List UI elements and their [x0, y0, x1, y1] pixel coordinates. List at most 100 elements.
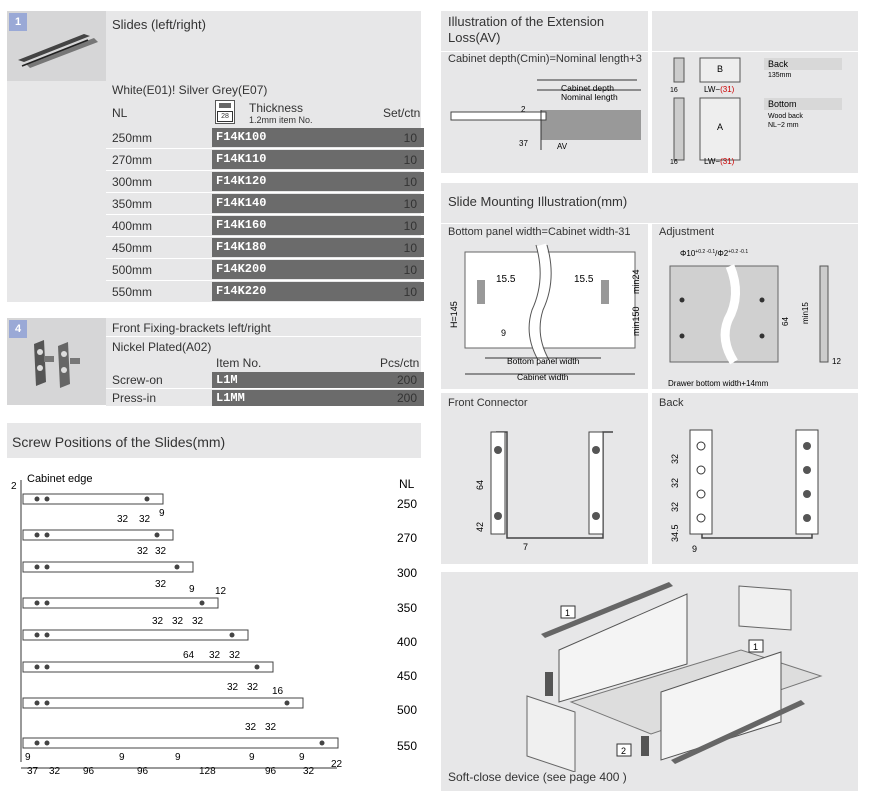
dim-42: 42 — [475, 522, 485, 532]
nl-250: 250 — [397, 497, 417, 511]
bottom-dim: 128 — [199, 766, 216, 777]
back-sub: 135mm — [768, 72, 792, 79]
dim-22: 22 — [331, 759, 343, 770]
phi2-tol: +0.2 -0.1 — [728, 249, 748, 255]
backbottom-body — [652, 52, 858, 173]
row-ctn: 10 — [403, 153, 417, 167]
row-name: Screw-on — [112, 373, 163, 387]
nl-500: 500 — [397, 703, 417, 717]
extension-loss-diagram: Cabinet depth Nominal length 2 37 AV — [450, 79, 641, 151]
slides-title: Slides (left/right) — [112, 17, 206, 32]
exploded-drawer-diagram: 1 1 2 — [526, 582, 823, 772]
cab-width-label: Cabinet width — [517, 372, 569, 382]
dim-32: 32 — [229, 650, 241, 661]
a-label: A — [717, 122, 723, 132]
ext-title: Illustration of the Extension Loss(AV) — [448, 14, 648, 46]
edge-gap-label: 2 — [11, 481, 17, 492]
ext-title-text: Illustration of the Extension Loss(AV) — [448, 14, 605, 45]
row-ctn: 10 — [403, 175, 417, 189]
slides-body-left — [7, 81, 106, 302]
row-ctn: 10 — [403, 285, 417, 299]
dim-32: 32 — [265, 722, 277, 733]
part-label-2: 2 — [621, 746, 626, 756]
phi-label: Φ10+0.2 -0.1/Φ2+0.2 -0.1 — [680, 249, 748, 258]
front-connector-diagram: 64 42 7 — [475, 431, 613, 552]
lw-label: LW−(31) — [704, 157, 735, 166]
dim-32: 32 — [152, 616, 164, 627]
dim-9: 9 — [159, 508, 165, 519]
phi2-text: /Φ2 — [715, 249, 729, 258]
dim-7: 7 — [523, 542, 528, 552]
b-label: B — [717, 64, 723, 74]
dim-32: 32 — [247, 682, 259, 693]
nl-header: NL — [399, 477, 415, 491]
bottom-sub2: NL−2 mm — [768, 122, 799, 129]
dim-32: 32 — [670, 478, 680, 488]
lw-label: LW−(31) — [704, 85, 735, 94]
row-ctn: 10 — [403, 241, 417, 255]
dim-32: 32 — [137, 546, 149, 557]
min15-label: min15 — [801, 302, 810, 324]
bottom-dim: 32 — [49, 766, 61, 777]
screw-header — [7, 423, 421, 458]
mounting-diagram: 15.5 15.5 H=145 min150 min24 9 Bottom pa… — [449, 243, 641, 382]
nl-300: 300 — [397, 566, 417, 580]
drawer-bottom-label: Drawer bottom width+14mm — [668, 379, 769, 388]
back-bottom-diagram: B 16 LW−(31) A 16 LW−(31) Back 135mm Bot… — [670, 57, 842, 166]
row-code: F14K220 — [212, 282, 424, 301]
h145-label: H=145 — [449, 301, 459, 328]
front-connector-title: Front Connector — [448, 397, 528, 409]
phi-text: Φ10 — [680, 249, 696, 258]
brackets-title-row — [106, 318, 421, 336]
dim-32: 32 — [245, 722, 257, 733]
nominal-label: Nominal length — [561, 92, 618, 102]
back-panel — [652, 393, 858, 564]
row-pcs: 200 — [396, 391, 417, 405]
slide-rail-icon — [18, 34, 98, 68]
dim-64: 64 — [475, 480, 485, 490]
slide-500: 32 32 500 — [22, 697, 417, 733]
backbottom-header — [652, 11, 858, 51]
dim-32: 32 — [209, 650, 221, 661]
row-nl: 500mm — [112, 263, 153, 277]
dim-9: 9 — [189, 584, 195, 595]
brackets-title: Front Fixing-brackets left/right — [112, 321, 271, 335]
cabinet-edge-label: Cabinet edge — [27, 473, 92, 485]
dim-9: 9 — [501, 328, 506, 338]
bottom-dim: 96 — [265, 766, 277, 777]
row-code: F14K110 — [212, 150, 424, 169]
dim-9: 9 — [692, 544, 697, 554]
row-code: F14K120 — [212, 172, 424, 191]
brackets-col-pcs: Pcs/ctn — [380, 356, 420, 370]
brackets-col-row — [106, 355, 421, 371]
nl-400: 400 — [397, 635, 417, 649]
row-nl: 250mm — [112, 131, 153, 145]
bottom-sub1: Wood back — [768, 113, 803, 120]
row-code: F14K140 — [212, 194, 424, 213]
slides-col-header — [106, 98, 421, 127]
depth-label: Cabinet depth — [561, 83, 614, 93]
bottom-dim: 9 — [299, 752, 305, 763]
dim-32: 32 — [117, 514, 129, 525]
ext-formula: Cabinet depth(Cmin)=Nominal length+3 — [448, 53, 642, 65]
min24-label: min24 — [631, 269, 641, 294]
nl-270: 270 — [397, 531, 417, 545]
dim-12: 12 — [215, 586, 227, 597]
bracket-icon — [34, 340, 80, 388]
screw-title: Screw Positions of the Slides(mm) — [12, 434, 226, 450]
bottom-dim: 96 — [137, 766, 149, 777]
lw-text: LW− — [704, 157, 720, 166]
back-diagram: 32 32 32 34.5 9 — [670, 429, 819, 554]
nl-450: 450 — [397, 669, 417, 683]
soft-close-caption: Soft-close device (see page 400 ) — [448, 770, 627, 784]
front-connector-panel — [441, 393, 648, 564]
part-label-1: 1 — [565, 608, 570, 618]
